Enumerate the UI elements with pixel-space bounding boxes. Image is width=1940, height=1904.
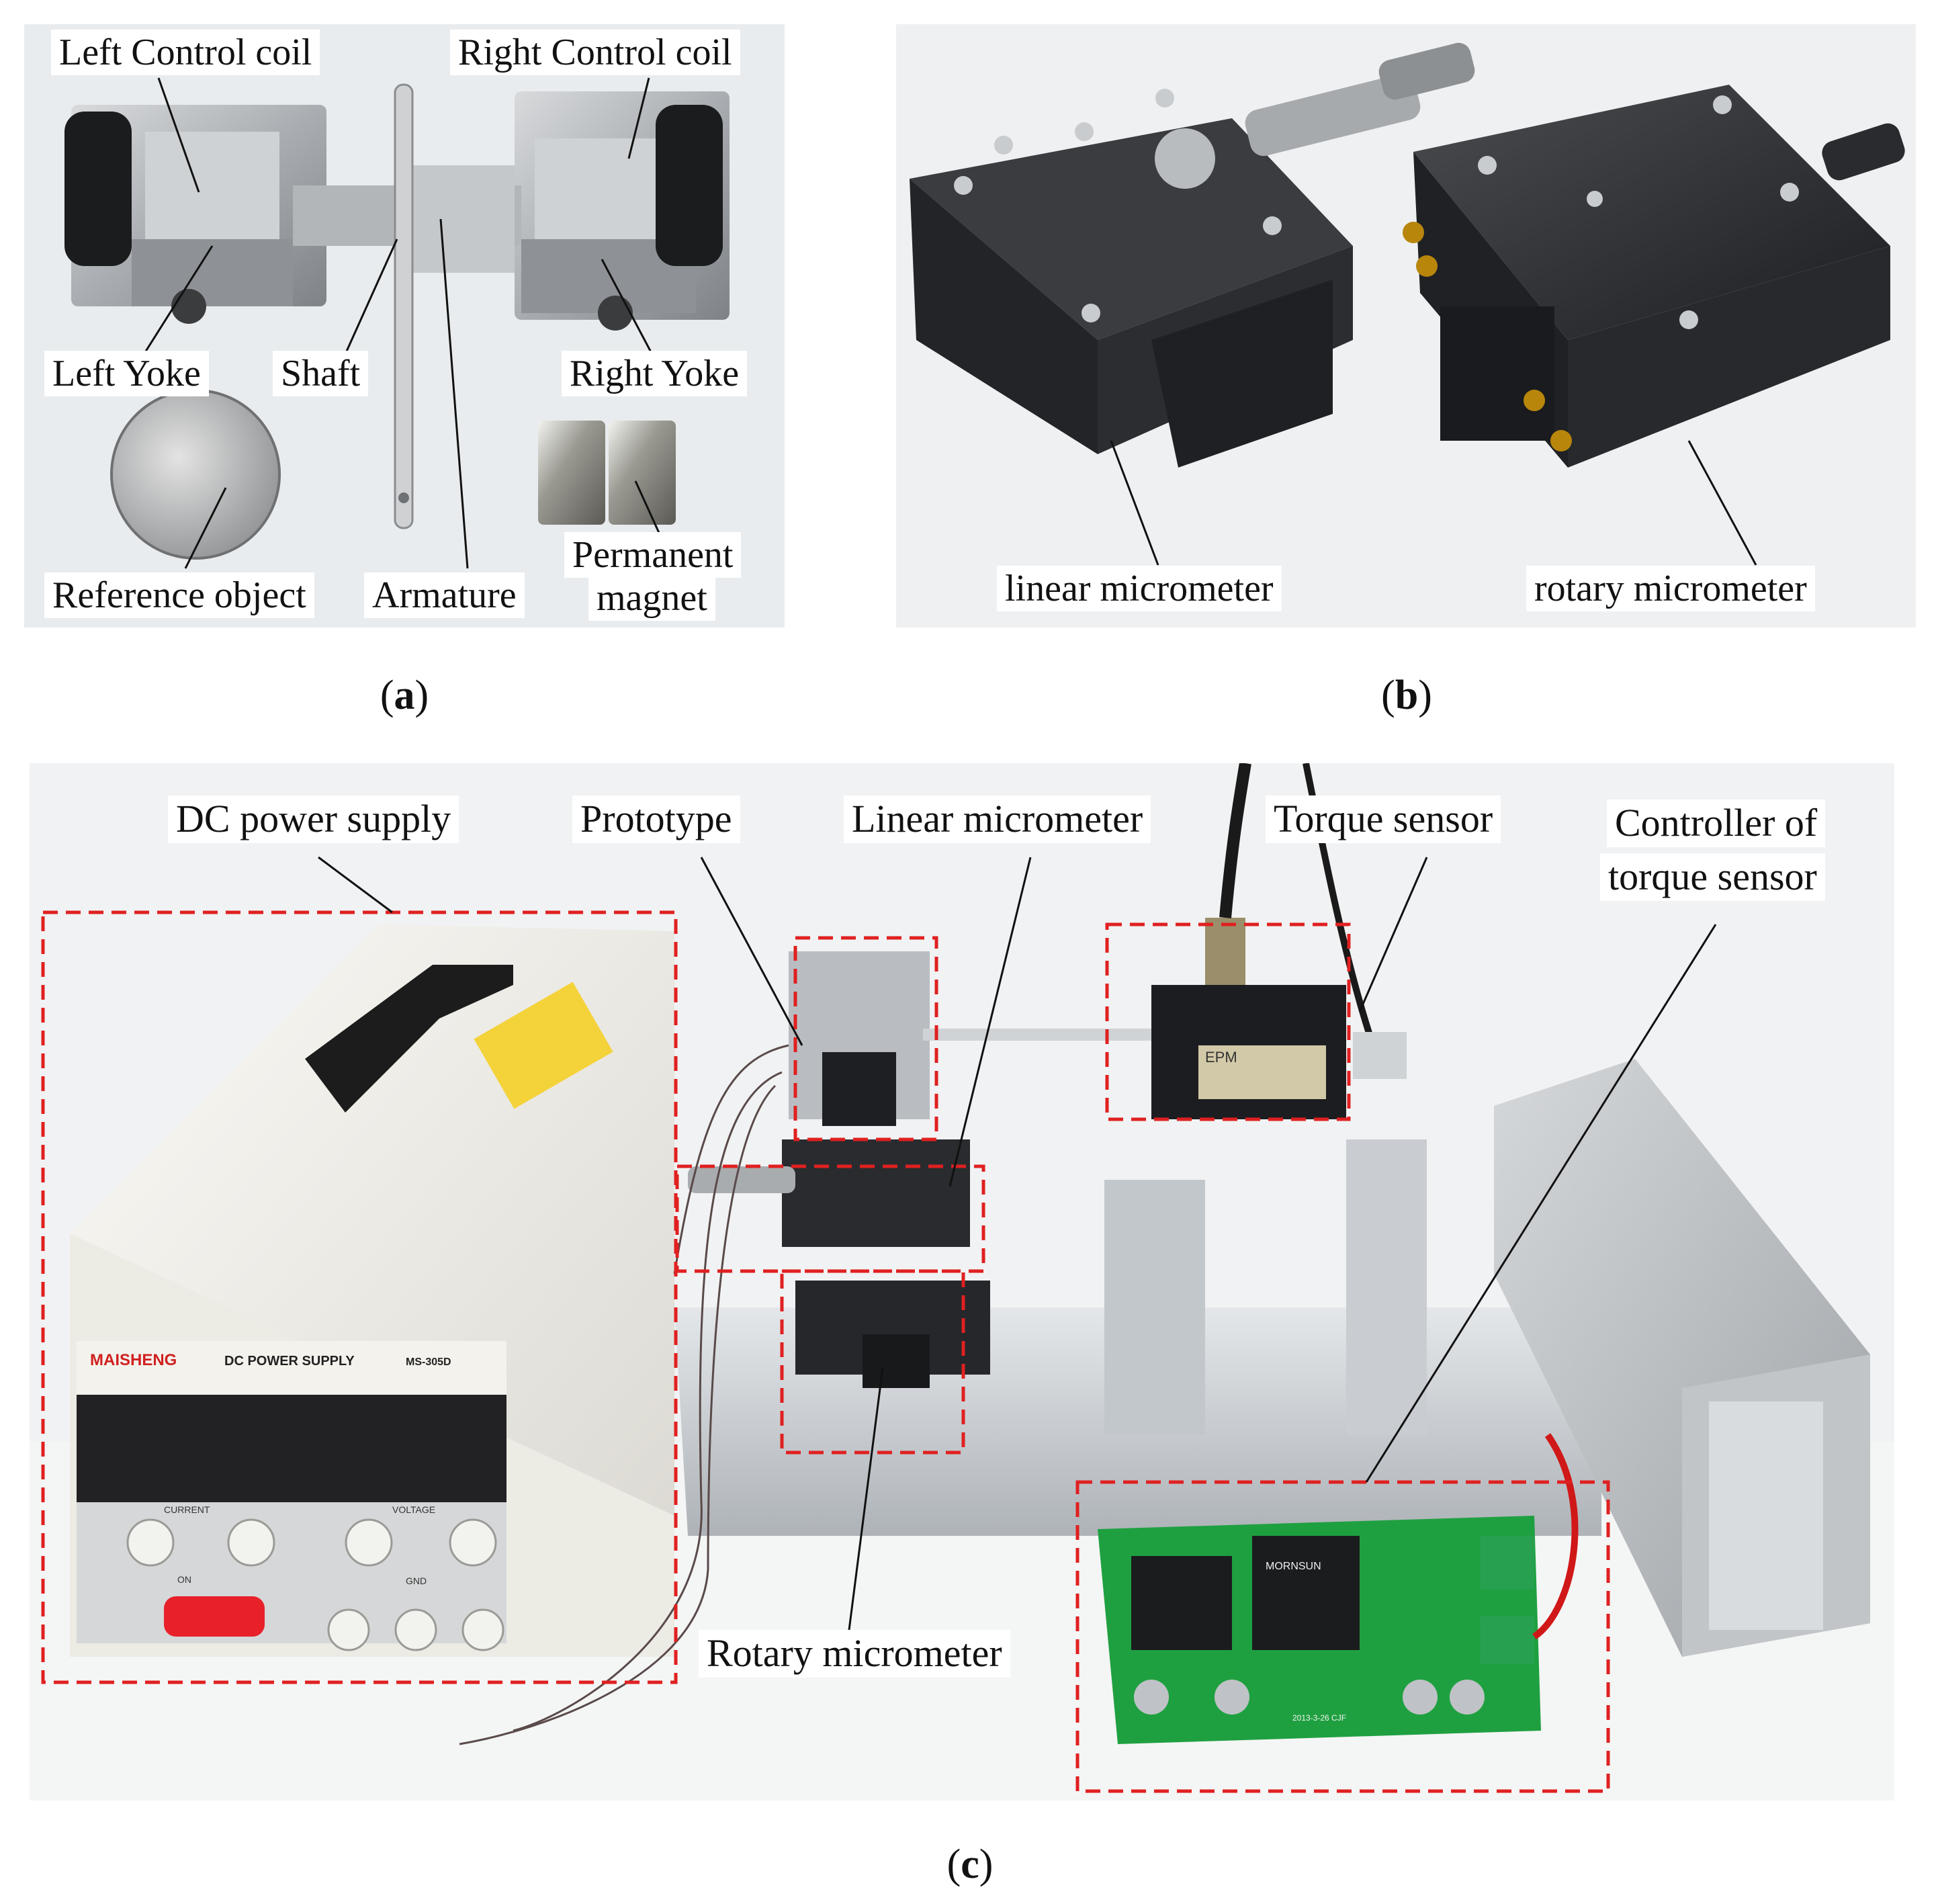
psu-model-text: MS-305D (406, 1356, 451, 1368)
label-armature: Armature (364, 572, 525, 619)
panel-b-photo: linear micrometer rotary micrometer (896, 24, 1916, 628)
left-yoke-shape (64, 105, 326, 324)
panel-b-illustration (910, 42, 1905, 566)
label-dc-power-supply: DC power supply (168, 795, 459, 843)
panel-c-illustration: MAISHENG DC POWER SUPPLY MS-305D CURRENT… (30, 763, 1894, 1801)
caption-a: (a) (380, 673, 429, 718)
label-left-yoke: Left Yoke (44, 351, 209, 397)
linear-micrometer-stage (910, 42, 1475, 468)
rotary-micrometer-stage (1403, 85, 1905, 468)
psu-on-text: ON (177, 1574, 191, 1585)
psu-brand-text: MAISHENG (90, 1351, 177, 1369)
label-right-control-coil: Right Control coil (450, 30, 740, 76)
panel-a-photo: Left Control coil Right Control coil Lef… (24, 24, 785, 628)
torque-sensor-brand: EPM (1205, 1049, 1237, 1066)
label-right-yoke: Right Yoke (562, 351, 748, 397)
label-linear-micrometer-c: Linear micrometer (844, 795, 1151, 843)
controller-enclosure (1494, 1059, 1870, 1657)
label-shaft: Shaft (273, 351, 369, 397)
label-controller-line2: torque sensor (1600, 853, 1825, 901)
pcb-date-text: 2013-3-26 CJF (1292, 1713, 1346, 1723)
dashed-highlight-boxes (41, 910, 1610, 1793)
label-rotary-micrometer-b: rotary micrometer (1526, 566, 1815, 612)
label-torque-sensor: Torque sensor (1266, 795, 1501, 843)
label-rotary-micrometer-c: Rotary micrometer (699, 1630, 1010, 1678)
label-controller-line1: Controller of (1607, 799, 1826, 847)
label-permanent-magnet-line1: Permanent (564, 532, 742, 578)
psu-voltage-text: VOLTAGE (392, 1504, 435, 1515)
caption-c: (c) (946, 1842, 994, 1887)
caption-b: (b) (1381, 673, 1432, 718)
panel-a-illustration (64, 77, 730, 569)
pcb-module-text: MORNSUN (1266, 1561, 1321, 1572)
right-yoke-shape (515, 91, 730, 331)
prototype-assembly (688, 951, 990, 1388)
label-left-control-coil: Left Control coil (51, 30, 320, 76)
label-reference-object: Reference object (44, 572, 314, 619)
psu-current-text: CURRENT (164, 1504, 210, 1515)
controller-pcb: MORNSUN 2013-3-26 CJF (1098, 1433, 1579, 1744)
panel-c-photo: MAISHENG DC POWER SUPPLY MS-305D CURRENT… (30, 763, 1894, 1801)
dc-power-supply-body: MAISHENG DC POWER SUPPLY MS-305D CURRENT… (70, 924, 674, 1657)
psu-gnd-text: GND (406, 1575, 427, 1586)
label-permanent-magnet-line2: magnet (588, 575, 715, 621)
label-linear-micrometer-b: linear micrometer (997, 566, 1282, 612)
label-prototype: Prototype (572, 795, 740, 843)
psu-title-text: DC POWER SUPPLY (224, 1354, 355, 1369)
torque-sensor-body: EPM (1151, 763, 1407, 1119)
